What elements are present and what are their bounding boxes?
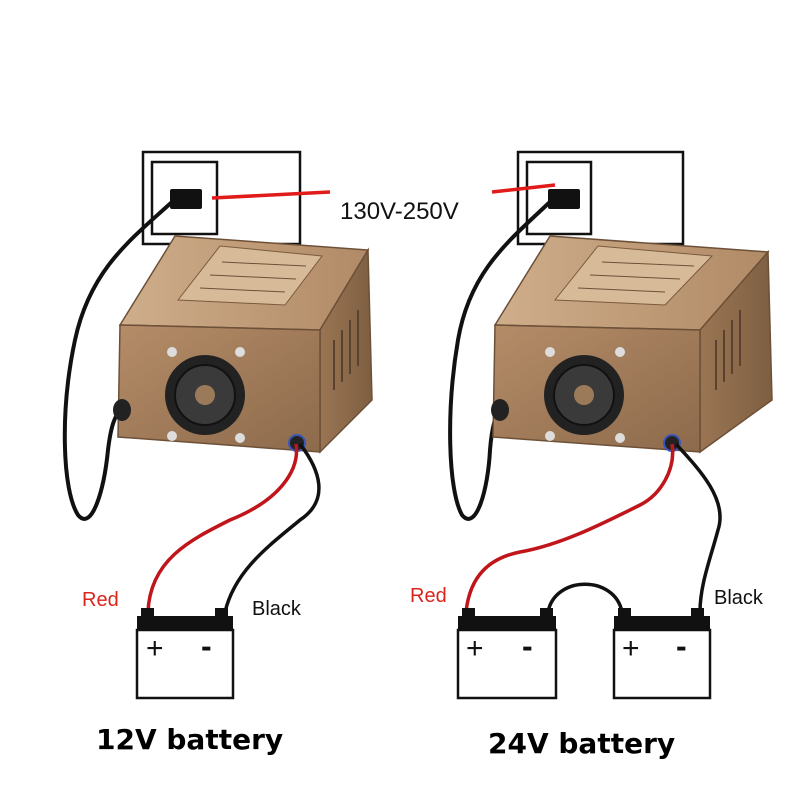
right-black-wire-label: Black bbox=[714, 587, 763, 609]
left-black-wire-label: Black bbox=[252, 598, 301, 620]
right-battery-2-minus: - bbox=[676, 628, 687, 664]
supply-voltage-label: 130V-250V bbox=[340, 198, 459, 225]
right-power-cord bbox=[448, 198, 554, 521]
right-red-wire bbox=[464, 443, 675, 613]
series-jumper-wire bbox=[546, 582, 624, 613]
left-red-wire bbox=[146, 443, 299, 613]
right-red-wire-label: Red bbox=[410, 585, 447, 607]
right-mains-line bbox=[491, 183, 556, 194]
right-charger bbox=[491, 235, 773, 454]
right-caption: 24V battery bbox=[488, 727, 676, 760]
left-red-wire-label: Red bbox=[82, 589, 119, 611]
left-charger bbox=[113, 235, 373, 454]
right-battery-1-plus: + bbox=[466, 632, 484, 665]
left-fan-icon bbox=[165, 347, 245, 443]
left-black-wire bbox=[223, 442, 321, 613]
right-fan-icon bbox=[544, 347, 625, 443]
right-wall-outlet bbox=[516, 150, 685, 246]
left-battery-minus: - bbox=[201, 628, 212, 664]
right-battery-1-minus: - bbox=[522, 628, 533, 664]
left-setup bbox=[62, 150, 373, 700]
left-caption: 12V battery bbox=[96, 723, 284, 756]
right-setup bbox=[448, 150, 773, 700]
left-mains-line bbox=[211, 190, 331, 200]
left-battery bbox=[135, 608, 235, 700]
right-battery-2 bbox=[612, 608, 712, 700]
left-battery-plus: + bbox=[146, 632, 164, 665]
left-wall-outlet bbox=[141, 150, 302, 246]
left-power-cord bbox=[62, 200, 174, 521]
right-battery-2-plus: + bbox=[622, 632, 640, 665]
right-battery-1 bbox=[456, 608, 558, 700]
right-black-wire bbox=[674, 442, 722, 613]
